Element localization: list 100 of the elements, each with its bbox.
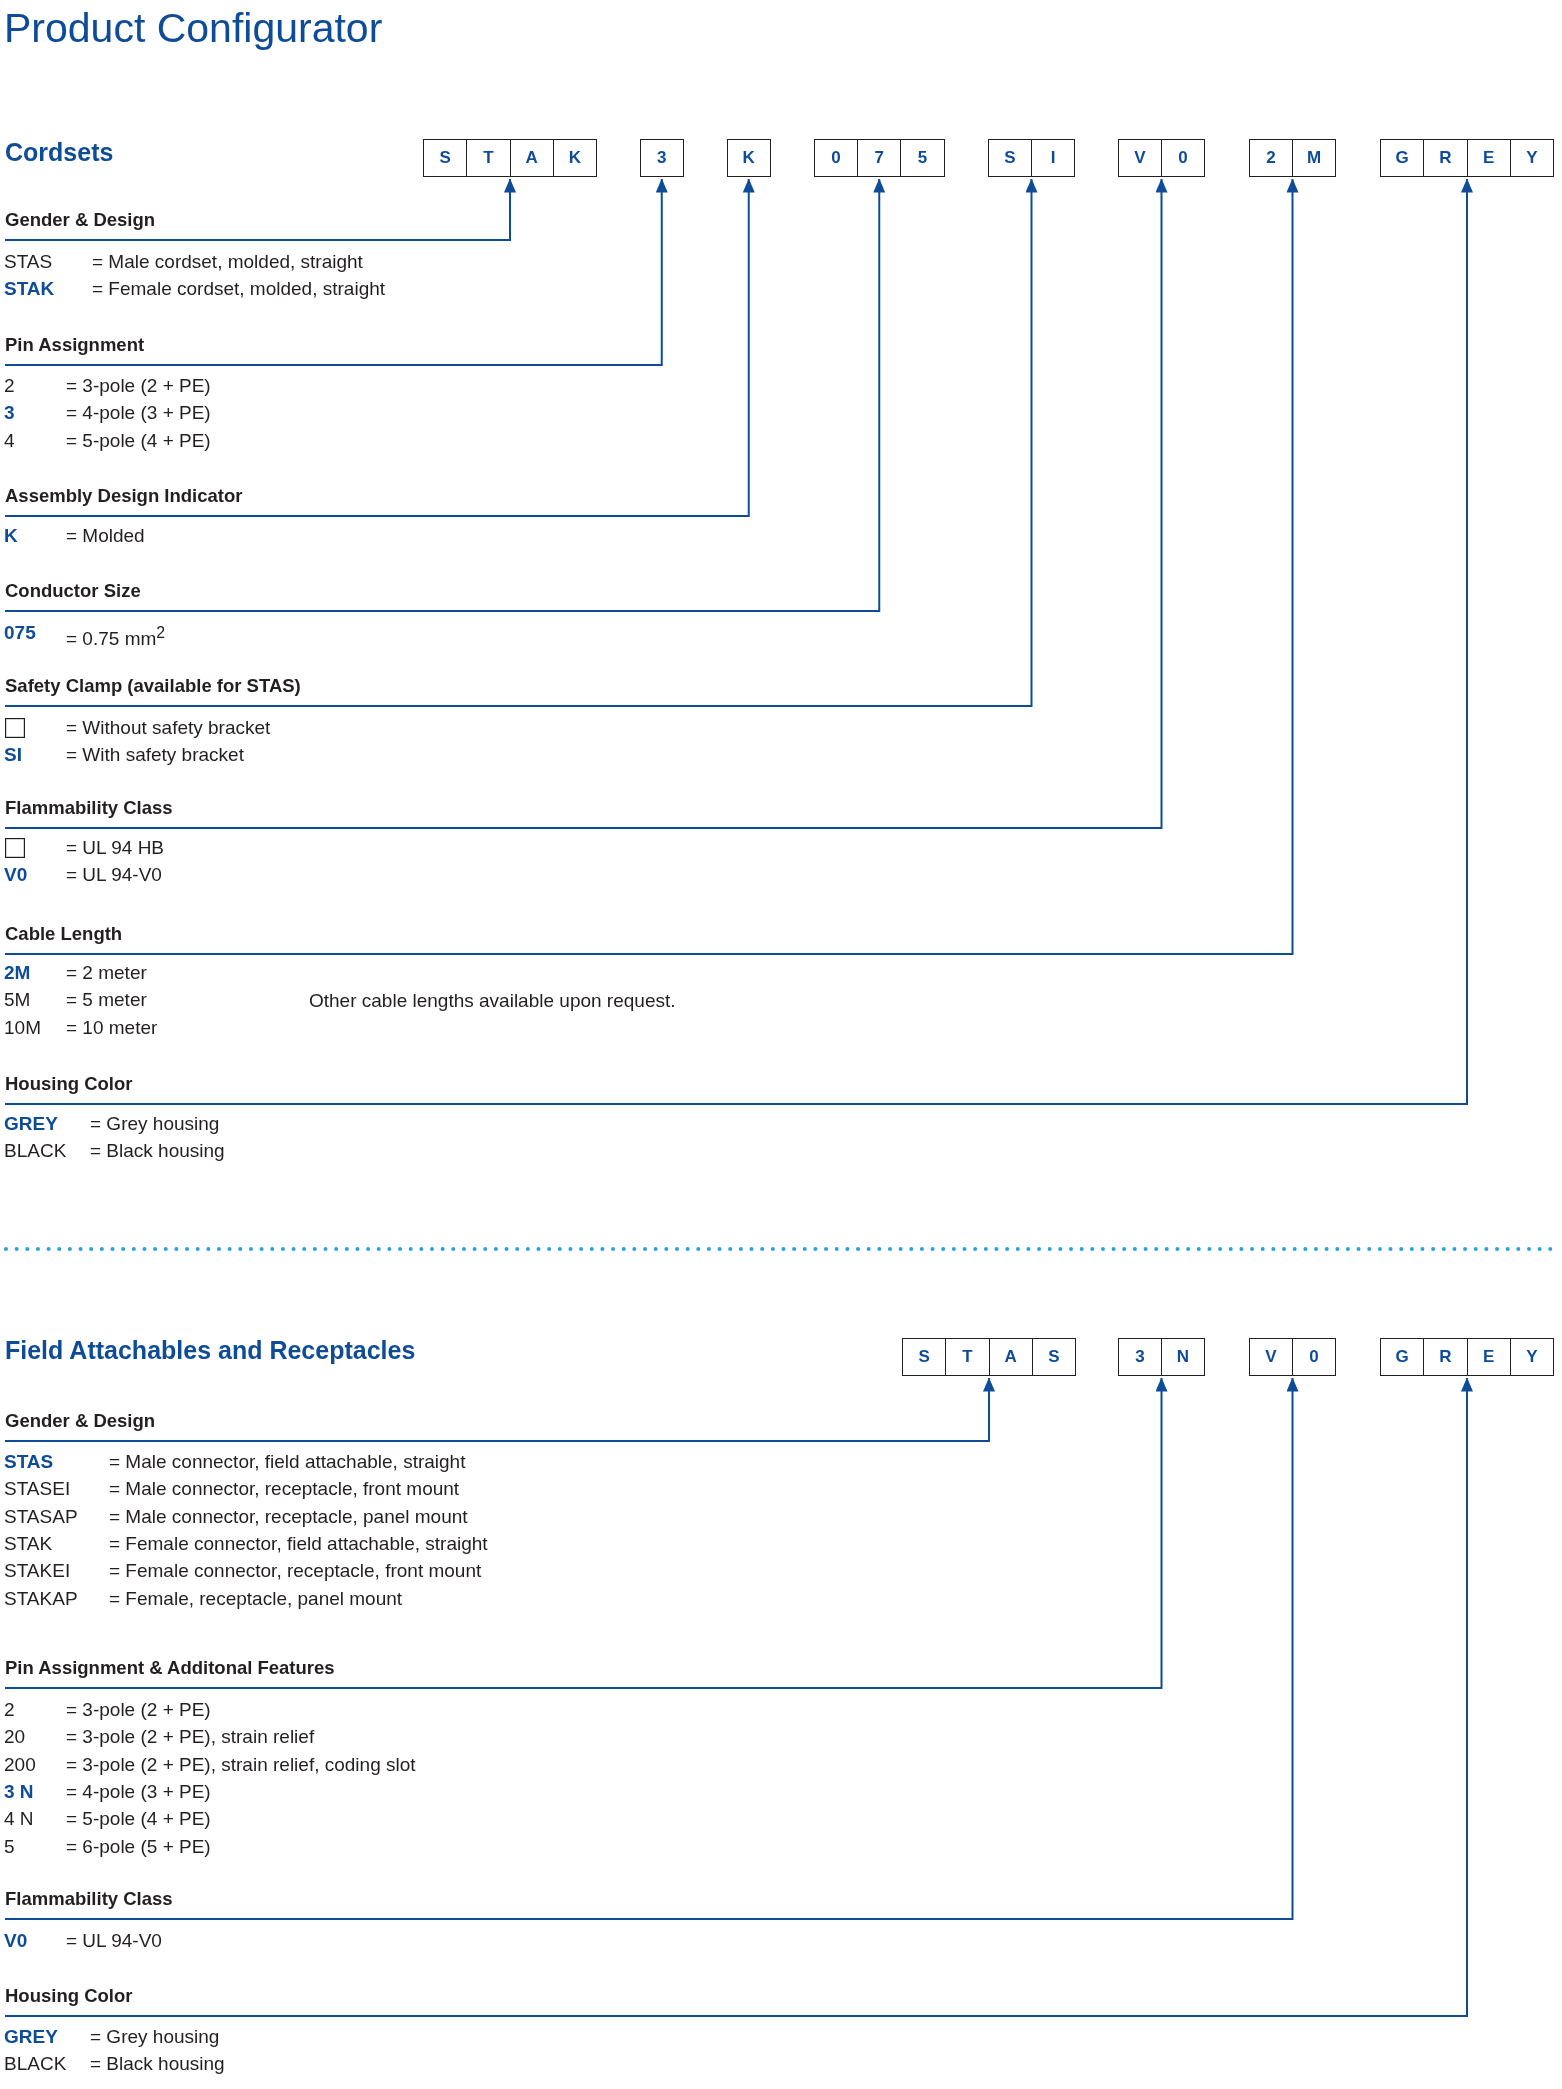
arrow xyxy=(4,178,1299,955)
code-cell-text: S xyxy=(438,147,452,169)
code-cell: A xyxy=(509,140,553,176)
option-code: STASAP xyxy=(4,1504,78,1529)
code-cell: Y xyxy=(1509,1339,1553,1375)
code-cell: E xyxy=(1466,1339,1510,1375)
option-description: = Female, receptacle, panel mount xyxy=(109,1586,403,1611)
code-cell-text: S xyxy=(1003,147,1017,169)
option-description: = Without safety bracket xyxy=(66,716,271,740)
section-heading: Housing Color xyxy=(5,1073,133,1104)
option-description: = 3-pole (2 + PE), strain relief, coding slot xyxy=(66,1752,416,1777)
option-code: 4 xyxy=(4,428,15,453)
section-heading: Housing Color xyxy=(5,1985,133,2016)
option-code: STAKEI xyxy=(4,1559,71,1584)
section-heading: Pin Assignment & Additonal Features xyxy=(5,1657,335,1688)
option-code: STASEI xyxy=(4,1477,71,1502)
option-description: = Male connector, receptacle, front mount xyxy=(109,1477,460,1502)
code-cell: S xyxy=(1031,1339,1075,1375)
option-code: SI xyxy=(4,743,22,768)
code-segment xyxy=(902,1338,1076,1376)
code-cell: 0 xyxy=(1292,1339,1335,1375)
code-cell-text: V xyxy=(1264,1346,1278,1368)
option-description: = Female connector, field attachable, straight xyxy=(109,1531,488,1556)
code-segment xyxy=(1118,1338,1205,1376)
option-description: = 3-pole (2 + PE), strain relief xyxy=(66,1725,315,1750)
option-code: K xyxy=(4,524,18,548)
section-heading: Gender & Design xyxy=(5,1410,156,1441)
arrow xyxy=(4,178,755,517)
code-cell: Y xyxy=(1509,140,1553,176)
arrow xyxy=(4,178,886,612)
option-code: BLACK xyxy=(4,2052,67,2077)
option-description: = Molded xyxy=(66,524,145,548)
code-cell: K xyxy=(552,140,596,176)
arrow xyxy=(4,1377,995,1442)
code-segment xyxy=(814,139,945,177)
code-cell: A xyxy=(988,1339,1032,1375)
code-cell: 7 xyxy=(857,140,901,176)
option-description: = UL 94-V0 xyxy=(66,1929,162,1953)
section-heading: Cable Length xyxy=(5,923,123,954)
option-description: = 5 meter xyxy=(66,988,147,1013)
code-segment xyxy=(1118,139,1205,177)
code-segment xyxy=(988,139,1075,177)
code-cell: R xyxy=(1423,1339,1467,1375)
option-description: = 4-pole (3 + PE) xyxy=(66,1779,211,1804)
option-code: 2 xyxy=(4,1698,15,1722)
option-code: 5 xyxy=(4,1834,15,1859)
option-code: 200 xyxy=(4,1752,36,1777)
option-code: STAS xyxy=(4,1450,54,1474)
option-code: STAK xyxy=(4,277,55,302)
code-segment xyxy=(1380,1338,1554,1376)
option-description: = UL 94-V0 xyxy=(66,863,162,888)
option-description: = With safety bracket xyxy=(66,743,244,768)
code-cell: I xyxy=(1031,140,1074,176)
section-heading: Gender & Design xyxy=(5,209,156,240)
code-cell: E xyxy=(1466,140,1510,176)
code-cell: R xyxy=(1423,140,1467,176)
code-cell-text: G xyxy=(1394,1346,1410,1368)
option-code: 4 N xyxy=(4,1807,34,1832)
arrow xyxy=(4,178,1168,829)
option-description: = 0.75 mm$^{2}$ xyxy=(66,623,166,652)
option-code: 075 xyxy=(4,621,36,645)
code-cell: 5 xyxy=(900,140,944,176)
arrow xyxy=(4,1377,1473,2017)
code-segment xyxy=(423,139,597,177)
option-description: = 3-pole (2 + PE) xyxy=(66,374,211,398)
option-description: = 10 meter xyxy=(66,1015,158,1040)
option-code: 20 xyxy=(4,1725,26,1750)
code-segment xyxy=(1249,1338,1336,1376)
code-cell-text: V xyxy=(1133,147,1147,169)
option-code: GREY xyxy=(4,1112,58,1136)
arrow xyxy=(4,1377,1168,1689)
option-code: 10M xyxy=(4,1015,41,1040)
option-description: = 3-pole (2 + PE) xyxy=(66,1698,211,1722)
option-description: = 5-pole (4 + PE) xyxy=(66,1807,211,1832)
code-cell-text: 3 xyxy=(656,147,668,169)
code-cell-text: 3 xyxy=(1134,1346,1146,1368)
option-description: = UL 94 HB xyxy=(66,836,165,860)
code-cell-text: 0 xyxy=(830,147,842,169)
note-text: Other cable lengths available upon request. xyxy=(309,989,676,1013)
option-description: = Black housing xyxy=(90,2052,225,2077)
option-description: = 6-pole (5 + PE) xyxy=(66,1834,211,1859)
code-cell-text: 2 xyxy=(1265,147,1277,169)
code-segment xyxy=(1380,139,1554,177)
code-cell: T xyxy=(466,140,510,176)
code-segment xyxy=(727,139,771,177)
option-description: = Grey housing xyxy=(90,2025,220,2049)
arrow xyxy=(4,178,516,241)
section-title: Field Attachables and Receptacles xyxy=(5,1334,416,1366)
section-heading: Pin Assignment xyxy=(5,334,145,365)
option-code: GREY xyxy=(4,2025,58,2049)
option-code: 3 N xyxy=(4,1779,34,1804)
option-code: 3 xyxy=(4,401,15,426)
option-description: = Male connector, field attachable, straight xyxy=(109,1450,466,1474)
option-description: = 2 meter xyxy=(66,961,147,985)
section-heading: Flammability Class xyxy=(5,1888,173,1919)
code-segment xyxy=(1249,139,1336,177)
option-description: = 4-pole (3 + PE) xyxy=(66,401,211,426)
section-heading: Conductor Size xyxy=(5,580,141,611)
option-description: = 5-pole (4 + PE) xyxy=(66,428,211,453)
option-description: = Black housing xyxy=(90,1139,225,1164)
